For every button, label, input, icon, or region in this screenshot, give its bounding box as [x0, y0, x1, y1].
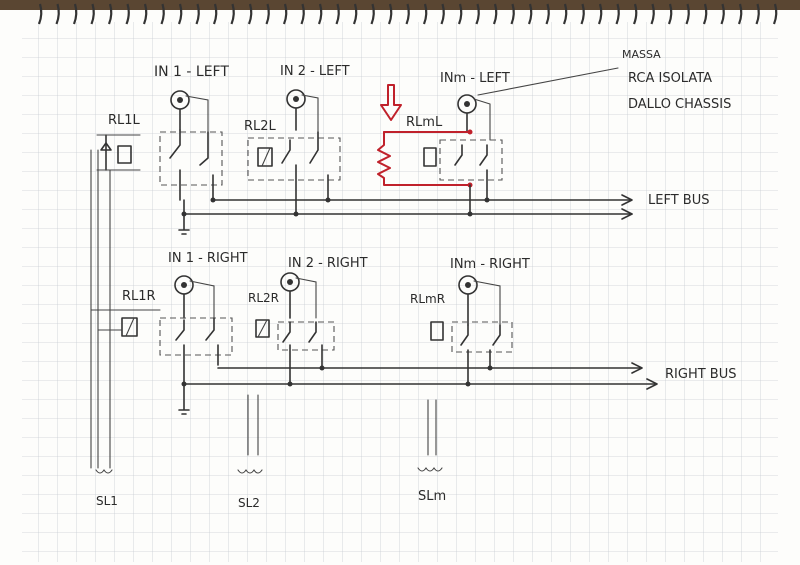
- spiral-ring: [37, 3, 43, 25]
- spiral-ring: [387, 3, 393, 25]
- spiral-ring: [510, 3, 515, 25]
- spiral-ring: [562, 3, 568, 25]
- label-in2-left: IN 2 - LEFT: [280, 64, 350, 79]
- spiral-ring: [247, 3, 253, 25]
- spiral-ring: [282, 3, 288, 25]
- label-rlml: RLmL: [406, 115, 443, 130]
- label-sl2: SL2: [238, 496, 260, 510]
- label-rlmr: RLmR: [410, 292, 445, 306]
- spiral-ring: [352, 3, 358, 25]
- right-bus-lines: [181, 362, 658, 390]
- label-slm: SLm: [418, 489, 446, 504]
- spiral-ring: [370, 3, 375, 25]
- spiral-ring: [580, 3, 585, 25]
- spiral-ring: [720, 3, 725, 25]
- note-line-1: MASSA: [622, 48, 661, 61]
- spiral-ring: [160, 3, 165, 25]
- spiral-ring: [772, 3, 778, 25]
- spiral-ring: [615, 3, 620, 25]
- spiral-ring: [755, 3, 760, 25]
- spiral-ring: [597, 3, 603, 25]
- relay-rlmr: [430, 321, 513, 385]
- rca-jack-in2-left: [286, 89, 319, 133]
- label-rl1l: RL1L: [108, 113, 141, 128]
- relay-rl1r: [121, 317, 233, 415]
- label-left-bus: LEFT BUS: [648, 193, 709, 208]
- relay-rl1l: [96, 129, 223, 235]
- spiral-binding: [0, 0, 800, 25]
- spiral-ring: [300, 3, 305, 25]
- spiral-ring: [125, 3, 130, 25]
- label-in2-right: IN 2 - RIGHT: [288, 256, 368, 271]
- spiral-ring: [492, 3, 498, 25]
- relay-rl2l: [247, 131, 341, 213]
- spiral-ring: [90, 3, 95, 25]
- spiral-ring: [405, 3, 410, 25]
- spiral-ring: [632, 3, 638, 25]
- spiral-ring: [72, 3, 78, 25]
- spiral-ring: [422, 3, 428, 25]
- note-line-3: DALLO CHASSIS: [628, 97, 731, 112]
- note-line-2: RCA ISOLATA: [628, 71, 712, 86]
- left-bus-lines: [181, 194, 633, 220]
- spiral-ring: [107, 3, 113, 25]
- spiral-ring: [230, 3, 235, 25]
- rca-jack-in1-right: [174, 275, 215, 319]
- rca-jack-in2-right: [280, 272, 317, 319]
- spiral-ring: [440, 3, 445, 25]
- spiral-ring: [142, 3, 148, 25]
- spiral-ring: [177, 3, 183, 25]
- spiral-ring: [335, 3, 340, 25]
- spiral-ring: [212, 3, 218, 25]
- spiral-ring: [685, 3, 690, 25]
- label-in1-left: IN 1 - LEFT: [154, 64, 229, 80]
- spiral-ring: [545, 3, 550, 25]
- rca-jack-inm-left: [457, 67, 619, 141]
- spiral-ring: [702, 3, 708, 25]
- rca-jack-inm-right: [458, 275, 501, 326]
- binding-bar: [0, 0, 800, 10]
- label-inm-left: INm - LEFT: [440, 71, 510, 86]
- label-right-bus: RIGHT BUS: [665, 367, 736, 382]
- spiral-ring: [527, 3, 533, 25]
- label-rl1r: RL1R: [122, 289, 156, 304]
- spiral-ring: [475, 3, 480, 25]
- label-inm-right: INm - RIGHT: [450, 257, 530, 272]
- label-rl2l: RL2L: [244, 119, 277, 134]
- spiral-ring: [457, 3, 463, 25]
- label-in1-right: IN 1 - RIGHT: [168, 251, 248, 266]
- rca-jack-in1-left: [170, 90, 209, 133]
- label-rl2r: RL2R: [248, 291, 279, 305]
- spiral-ring: [195, 3, 200, 25]
- spiral-ring: [55, 3, 60, 25]
- control-lines: [90, 149, 443, 474]
- spiral-ring: [737, 3, 743, 25]
- spiral-ring: [265, 3, 270, 25]
- spiral-ring: [317, 3, 323, 25]
- relay-rl2r: [255, 319, 335, 385]
- grid-paper: [22, 22, 778, 562]
- spiral-ring: [650, 3, 655, 25]
- spiral-ring: [667, 3, 673, 25]
- label-sl1: SL1: [96, 494, 118, 508]
